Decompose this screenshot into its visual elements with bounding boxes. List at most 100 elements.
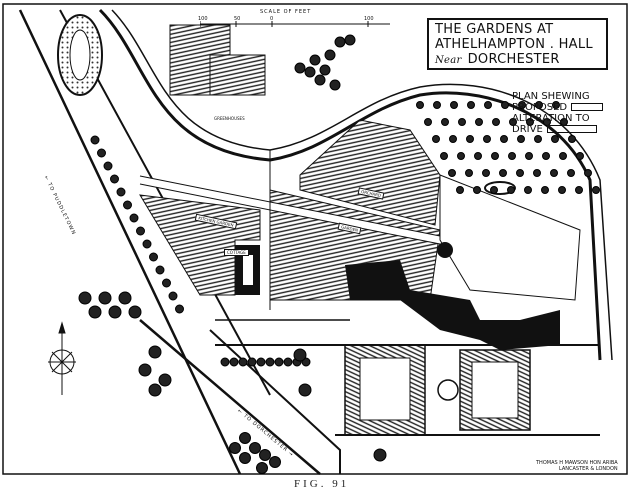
tree-icon [319, 64, 331, 76]
road-to-puddletown [18, 9, 242, 475]
tree-icon [123, 200, 132, 210]
tree-icon [518, 101, 526, 109]
scale-tick: 100 [364, 16, 374, 22]
tree-icon [239, 432, 251, 444]
tree-icon [416, 101, 424, 109]
tree-icon [467, 101, 475, 109]
tree-icon [136, 226, 145, 236]
tree-icon [490, 186, 498, 194]
tree-icon [220, 357, 230, 367]
tree-icon [97, 148, 106, 158]
tree-icon [259, 449, 271, 461]
title-near: Near [435, 55, 462, 66]
legend-line-3: ALTERATION TO [512, 113, 590, 124]
tree-icon [78, 291, 92, 305]
tree-icon [458, 118, 466, 126]
tree-icon [457, 152, 465, 160]
house [345, 260, 560, 350]
tree-icon [491, 152, 499, 160]
title-line-2: ATHELHAMPTON . HALL [435, 37, 593, 52]
tree-icon [475, 118, 483, 126]
tree-icon [541, 186, 549, 194]
tree-icon [88, 305, 102, 319]
tree-icon [129, 213, 139, 223]
drive [98, 8, 602, 361]
tree-icon [238, 357, 248, 367]
tree-icon [148, 383, 162, 397]
tree-icon [324, 49, 336, 61]
tree-icon [293, 348, 307, 362]
tree-icon [509, 118, 517, 126]
tree-icon [128, 305, 142, 319]
title-line-1: THE GARDENS AT [435, 22, 554, 37]
tree-icon [473, 186, 481, 194]
tree-icon [576, 152, 584, 160]
tree-icon [256, 462, 268, 474]
tree-icon [269, 456, 281, 468]
tree-icon [116, 187, 126, 197]
label-cottage: COTTAGE [224, 249, 249, 256]
tree-icon [465, 169, 473, 177]
tree-icon [148, 345, 162, 359]
tree-icon [584, 169, 592, 177]
tree-icon [229, 357, 239, 367]
tree-icon [559, 152, 567, 160]
tree-icon [432, 135, 440, 143]
tree-icon [542, 152, 550, 160]
tree-icon [533, 169, 541, 177]
tree-icon [550, 169, 558, 177]
tree-icon [552, 101, 560, 109]
tree-icon [456, 186, 464, 194]
legend-swatch [546, 125, 597, 133]
tree-icon [466, 135, 474, 143]
legend-swatch [571, 103, 604, 111]
road-to-dorchester [139, 319, 321, 475]
architect-credit: THOMAS H MAWSON HON ARIBA LANCASTER & LO… [536, 460, 618, 472]
tree-icon [294, 62, 306, 74]
tree-icon [440, 152, 448, 160]
tree-icon [265, 357, 275, 367]
tree-icon [344, 34, 356, 46]
tree-icon [229, 442, 241, 454]
tree-icon [568, 135, 576, 143]
tree-icon [149, 252, 158, 262]
tree-icon [108, 305, 122, 319]
tree-icon [138, 363, 152, 377]
legend-line-2: PROPOSED [512, 102, 568, 113]
tree-icon [534, 135, 542, 143]
legend-line-1: PLAN SHEWING [512, 91, 590, 102]
scale-line [200, 21, 390, 27]
tree-icon [90, 135, 100, 145]
tree-icon [98, 291, 112, 305]
legend: PLAN SHEWING PROPOSED ALTERATION TO DRIV… [512, 91, 604, 135]
scale-tick: 0 [270, 16, 274, 22]
tree-icon [448, 169, 456, 177]
tree-icon [449, 135, 457, 143]
tree-icon [526, 118, 534, 126]
tree-icon [103, 161, 113, 171]
tree-icon [575, 186, 583, 194]
figure-caption: FIG. 91 [294, 478, 350, 490]
tree-icon [441, 118, 449, 126]
tree-icon [492, 118, 500, 126]
compass-rose-icon [48, 321, 76, 395]
tree-icon [517, 135, 525, 143]
tree-icon [249, 442, 261, 454]
tree-icon [524, 186, 532, 194]
tree-icon [239, 452, 251, 464]
tree-icon [314, 74, 326, 86]
scale-tick: 50 [234, 16, 241, 22]
credit-line-1: THOMAS H MAWSON HON ARIBA [536, 460, 618, 466]
tree-icon [567, 169, 575, 177]
tree-icon [175, 304, 184, 314]
tree-icon [484, 101, 492, 109]
tree-icon [298, 383, 312, 397]
tree-icon [482, 169, 490, 177]
tree-icon [592, 186, 600, 194]
tree-icon [309, 54, 321, 66]
tree-icon [450, 101, 458, 109]
tree-icon [516, 169, 524, 177]
tree-icon [155, 265, 165, 275]
